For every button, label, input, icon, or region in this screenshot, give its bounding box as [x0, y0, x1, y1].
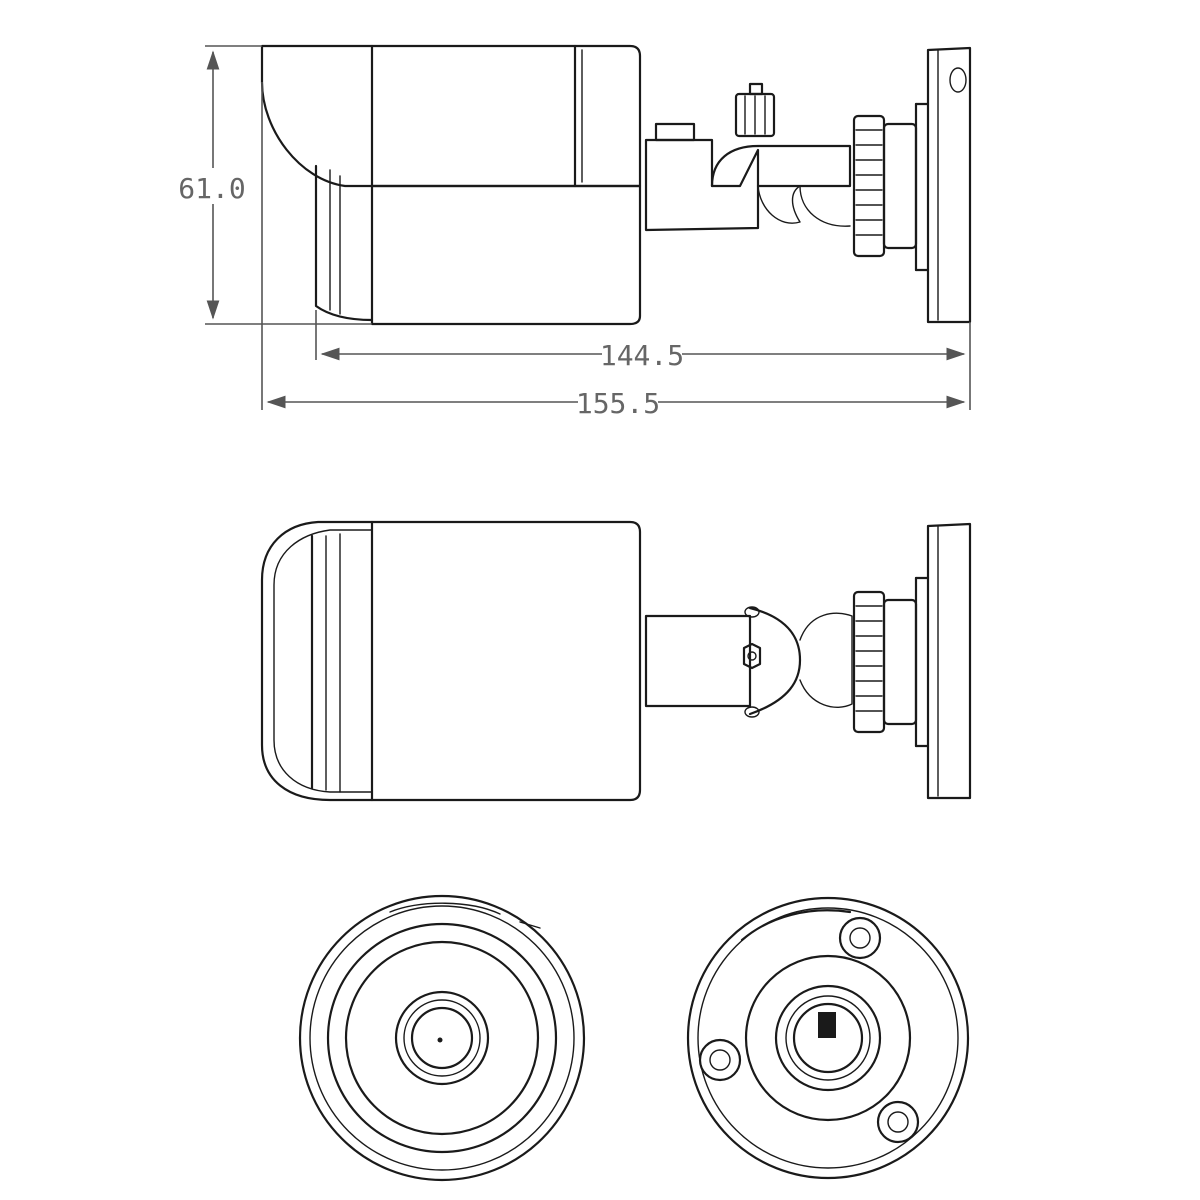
front-view-housing — [326, 922, 558, 1154]
top-view-mount-base — [914, 522, 972, 800]
top-view-body — [370, 520, 642, 802]
front-view-lens-bezel — [394, 990, 490, 1086]
top-view-hex-nut — [742, 642, 762, 670]
length-to-mount-label: 144.5 — [600, 339, 684, 372]
side-view-screw-knob — [734, 82, 776, 138]
height-dimension: 61.0 — [178, 45, 372, 325]
rear-view-outer-ring — [686, 896, 970, 1180]
side-view-threaded-collar — [852, 114, 918, 258]
rear-view-screw-hole-bottom — [876, 1100, 920, 1144]
rear-view-edge — [740, 909, 852, 942]
overall-length-dimension: 155.5 — [261, 82, 966, 420]
side-view-mount-base — [914, 46, 972, 324]
side-view: 61.0 144.5 155.5 — [178, 44, 972, 420]
rear-view-screw-hole-left — [698, 1038, 742, 1082]
side-view-bracket-tab — [654, 122, 696, 142]
front-view-face — [344, 940, 540, 1136]
side-view-pipe — [710, 144, 852, 188]
front-view-outer-ring — [298, 894, 586, 1182]
top-view — [260, 520, 972, 802]
length-to-mount-dimension: 144.5 — [315, 310, 971, 410]
front-view — [298, 894, 586, 1182]
overall-length-label: 155.5 — [576, 387, 660, 420]
height-label: 61.0 — [178, 172, 245, 205]
rear-view — [686, 896, 970, 1180]
side-view-bracket-arm — [644, 138, 760, 232]
top-view-sunshield — [260, 520, 374, 802]
front-view-lens — [410, 1006, 474, 1070]
top-view-threaded-collar — [852, 590, 918, 734]
side-view-lower-body — [370, 184, 642, 326]
side-view-sunshield — [260, 44, 374, 188]
top-view-joint — [748, 606, 802, 716]
rear-view-cable-port — [774, 984, 882, 1092]
rear-view-boss — [744, 954, 912, 1122]
side-view-front-ring — [314, 164, 374, 322]
rear-view-cable-icon — [818, 1012, 836, 1038]
top-view-bracket-arm — [644, 614, 752, 708]
rear-view-screw-hole-top — [838, 916, 882, 960]
side-view-upper-body — [370, 44, 642, 188]
